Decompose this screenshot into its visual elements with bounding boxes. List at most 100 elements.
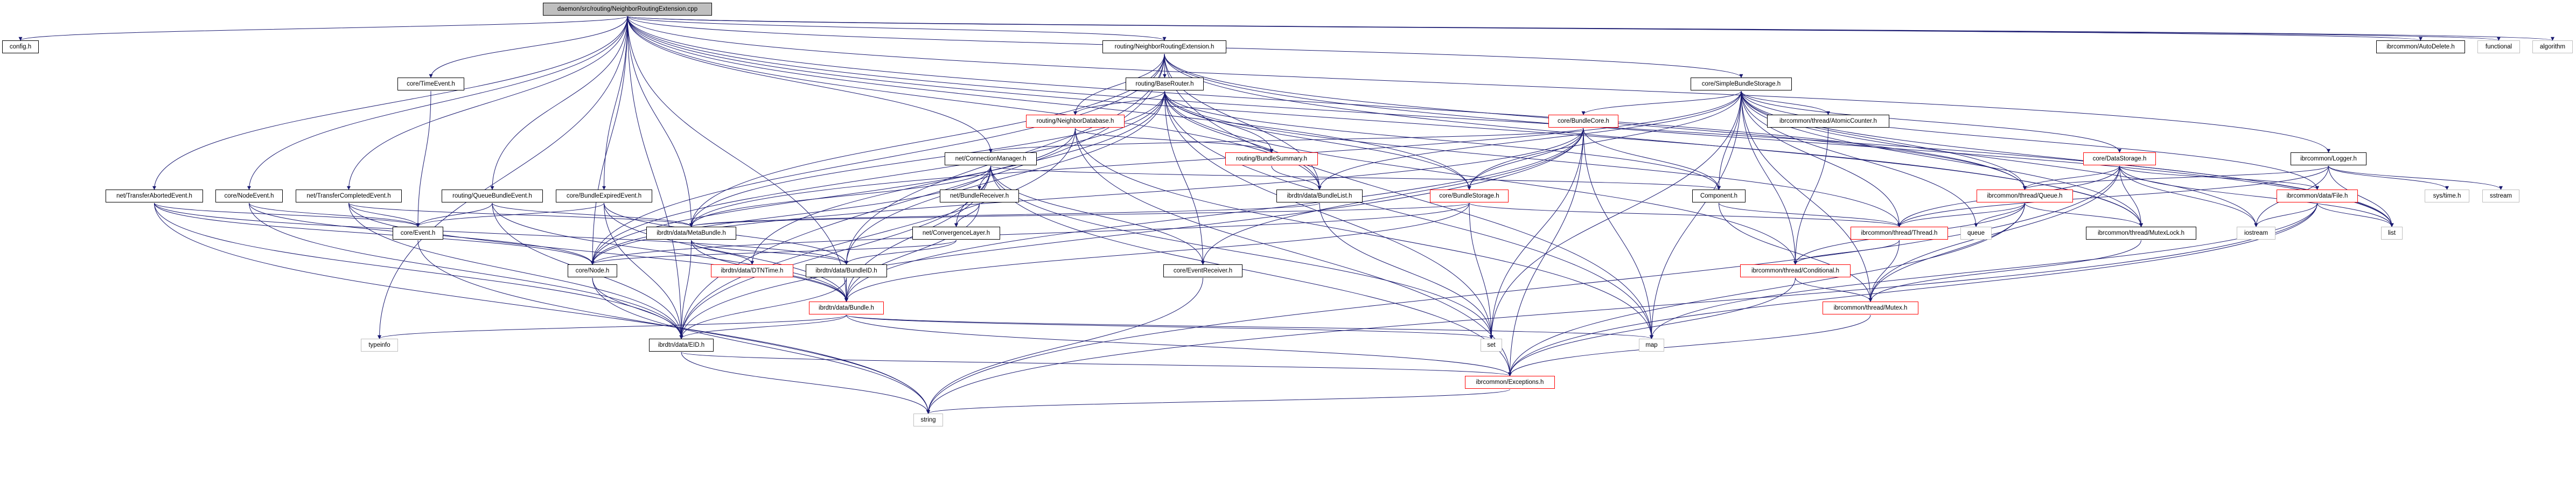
node-bundlelist[interactable]: ibrdtn/data/BundleList.h (1276, 190, 1363, 202)
edge-tae-to-node (154, 202, 595, 265)
node-typeinfo[interactable]: typeinfo (361, 339, 398, 352)
node-baserouter[interactable]: routing/BaseRouter.h (1126, 78, 1204, 90)
node-node[interactable]: core/Node.h (568, 264, 617, 277)
node-event[interactable]: core/Event.h (393, 227, 443, 240)
edge-logger-to-queue_h (2023, 165, 2329, 190)
node-mutex[interactable]: ibrcommon/thread/Mutex.h (1823, 302, 1918, 314)
edge-bcore-to-component (1583, 128, 1721, 190)
edge-baserouter-to-map (1164, 90, 1653, 339)
node-bundleid[interactable]: ibrdtn/data/BundleID.h (806, 264, 887, 277)
node-cm[interactable]: net/ConnectionManager.h (945, 152, 1037, 165)
edge-main-to-cm (627, 16, 993, 153)
edge-qbe-to-metabundle (492, 202, 693, 227)
edge-main-to-typeinfo (378, 16, 628, 339)
edge-baserouter-to-node (590, 90, 1165, 265)
node-nre[interactable]: routing/NeighborRoutingExtension.h (1102, 40, 1226, 53)
node-bstorage[interactable]: core/BundleStorage.h (1430, 190, 1509, 202)
node-bcore[interactable]: core/BundleCore.h (1548, 115, 1618, 128)
node-atomic[interactable]: ibrcommon/thread/AtomicCounter.h (1767, 115, 1889, 128)
node-eid[interactable]: ibrdtn/data/EID.h (649, 339, 714, 352)
node-datastorage[interactable]: core/DataStorage.h (2083, 152, 2156, 165)
node-string[interactable]: string (913, 414, 943, 426)
node-conditional[interactable]: ibrcommon/thread/Conditional.h (1740, 264, 1851, 277)
edge-sbs-to-bcore (1581, 90, 1742, 115)
edge-bundle-to-typeinfo (378, 314, 847, 339)
edge-main-to-queue_h (627, 16, 2027, 190)
edge-bsummary-to-bundlelist (1271, 165, 1322, 190)
node-component[interactable]: Component.h (1692, 190, 1746, 202)
node-file[interactable]: ibrcommon/data/File.h (2277, 190, 2358, 202)
edge-cm-to-node (590, 165, 991, 265)
node-dtntime[interactable]: ibrdtn/data/DTNTime.h (711, 264, 793, 277)
node-mutexlock[interactable]: ibrcommon/thread/MutexLock.h (2086, 227, 2196, 240)
node-iostream[interactable]: iostream (2237, 227, 2275, 240)
edge-main-to-qbe (490, 16, 628, 190)
node-timeevent[interactable]: core/TimeEvent.h (397, 78, 464, 90)
node-breceiver[interactable]: net/BundleReceiver.h (940, 190, 1019, 202)
node-qbe[interactable]: routing/QueueBundleEvent.h (442, 190, 543, 202)
edge-logger-to-systime (2328, 165, 2449, 190)
node-systime[interactable]: sys/time.h (2425, 190, 2469, 202)
edge-cl-to-bundleid (844, 240, 957, 265)
node-algorithm[interactable]: algorithm (2532, 40, 2573, 53)
edge-bstorage-to-set (1469, 202, 1493, 339)
node-map[interactable]: map (1639, 339, 1664, 352)
node-bee[interactable]: core/BundleExpiredEvent.h (556, 190, 652, 202)
edge-bcore-to-eventreceiver (1201, 128, 1584, 265)
edge-datastorage-to-list (2119, 165, 2394, 227)
edge-bcore-to-cm (989, 128, 1584, 153)
edge-cm-to-set (990, 165, 1493, 339)
edge-metabundle-to-dtntime (691, 240, 754, 265)
node-cl[interactable]: net/ConvergenceLayer.h (912, 227, 1000, 240)
edge-bstorage-to-thread (1469, 202, 1901, 227)
node-main[interactable]: daemon/src/routing/NeighborRoutingExtens… (543, 3, 712, 16)
node-queue[interactable]: queue (1960, 227, 1992, 240)
edge-conditional-to-mutex (1795, 277, 1873, 302)
edge-nre-to-mutexlock (1164, 53, 2143, 227)
edge-ndb-to-bsummary (1075, 128, 1274, 153)
node-bsummary[interactable]: routing/BundleSummary.h (1225, 152, 1318, 165)
edge-ndb-to-eid (679, 128, 1076, 339)
edge-bundle-to-map (846, 314, 1653, 339)
node-autodelete[interactable]: ibrcommon/AutoDelete.h (2376, 40, 2465, 53)
edge-sbs-to-set (1489, 90, 1742, 339)
edge-thread-to-mutex (1868, 240, 1900, 302)
node-eventreceiver[interactable]: core/EventReceiver.h (1163, 264, 1242, 277)
node-tce[interactable]: net/TransferCompletedEvent.h (296, 190, 402, 202)
edge-main-to-config (18, 16, 628, 41)
node-queue-h[interactable]: ibrcommon/thread/Queue.h (1977, 190, 2073, 202)
edge-cm-to-metabundle (689, 165, 991, 227)
edge-queue_h-to-mutexlock (2025, 202, 2143, 227)
edge-main-to-bundle (627, 16, 848, 302)
node-nodeevent[interactable]: core/NodeEvent.h (215, 190, 283, 202)
edge-mutexlock-to-mutex (1868, 240, 2141, 302)
edge-baserouter-to-conditional (1164, 90, 1797, 265)
edge-nre-to-bundlelist (1164, 53, 1322, 190)
node-set[interactable]: set (1481, 339, 1502, 352)
node-thread[interactable]: ibrcommon/thread/Thread.h (1851, 227, 1948, 240)
edge-bstorage-to-metabundle (689, 202, 1470, 227)
edge-sbs-to-conditional (1741, 90, 1797, 265)
edge-sbs-to-file (1741, 90, 2319, 190)
edge-sbs-to-metabundle (689, 90, 1742, 227)
node-logger[interactable]: ibrcommon/Logger.h (2291, 152, 2366, 165)
node-bundle[interactable]: ibrdtn/data/Bundle.h (809, 302, 884, 314)
node-config[interactable]: config.h (2, 40, 39, 53)
node-exceptions[interactable]: ibrcommon/Exceptions.h (1465, 376, 1555, 389)
edge-exceptions-to-string (926, 389, 1510, 414)
edge-eventreceiver-to-string (926, 277, 1203, 414)
node-list[interactable]: list (2381, 227, 2403, 240)
node-tae[interactable]: net/TransferAbortedEvent.h (106, 190, 203, 202)
node-functional[interactable]: functional (2477, 40, 2520, 53)
edge-main-to-timeevent (429, 16, 628, 78)
node-sbs[interactable]: core/SimpleBundleStorage.h (1691, 78, 1792, 90)
node-ndb[interactable]: routing/NeighborDatabase.h (1026, 115, 1125, 128)
node-sstream[interactable]: sstream (2482, 190, 2519, 202)
node-metabundle[interactable]: ibrdtn/data/MetaBundle.h (646, 227, 736, 240)
edge-main-to-metabundle (627, 16, 693, 227)
edge-main-to-logger (627, 16, 2330, 153)
edge-main-to-algorithm (627, 16, 2554, 41)
edge-bcore-to-set (1489, 128, 1584, 339)
edge-tae-to-event (154, 202, 420, 227)
edge-tae-to-bundleid (154, 202, 848, 265)
